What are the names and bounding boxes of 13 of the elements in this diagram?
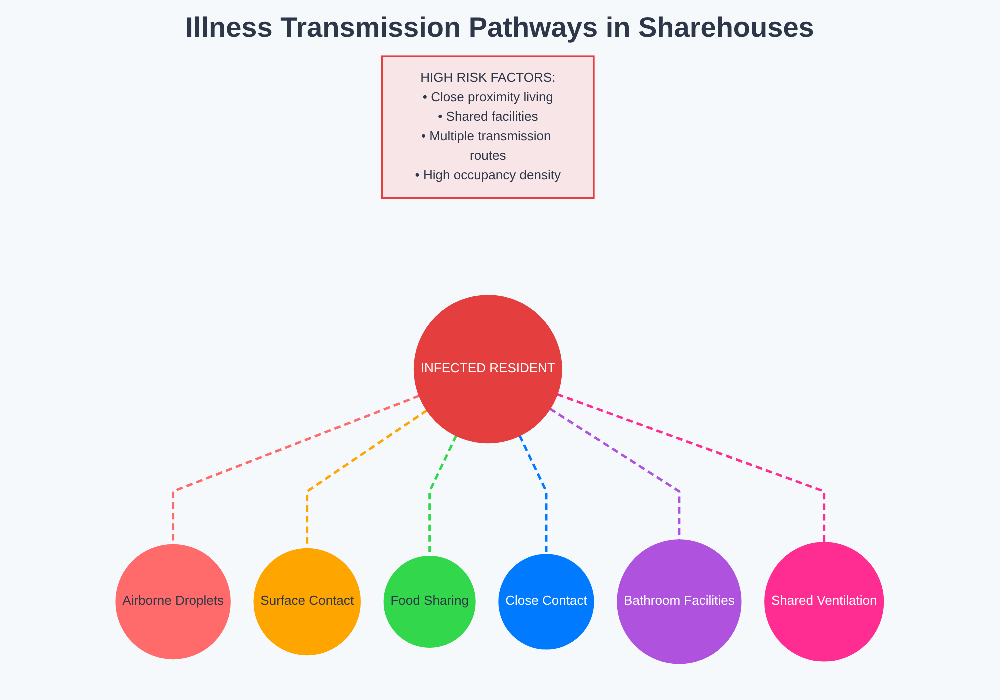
node-circle: Airborne Droplets [116,544,231,660]
node-circle: Surface Contact [254,548,362,656]
node-circle: Food Sharing [384,556,476,648]
node-circle: Bathroom Facilities [617,540,742,664]
connector [556,393,826,543]
node-circle: INFECTED RESIDENT [414,295,562,444]
node-box: HIGH RISK FACTORS: • Close proximity living • Shared facilities • Multiple transmission routes • High occupancy density [382,56,595,200]
node-circle: Close Contact [498,554,594,650]
connector [306,409,428,550]
node-circle: Shared Ventilation [764,542,884,662]
connector [549,408,681,540]
diagram-title: Illness Transmission Pathways in Sharehouses [184,12,816,44]
connector [518,435,548,555]
